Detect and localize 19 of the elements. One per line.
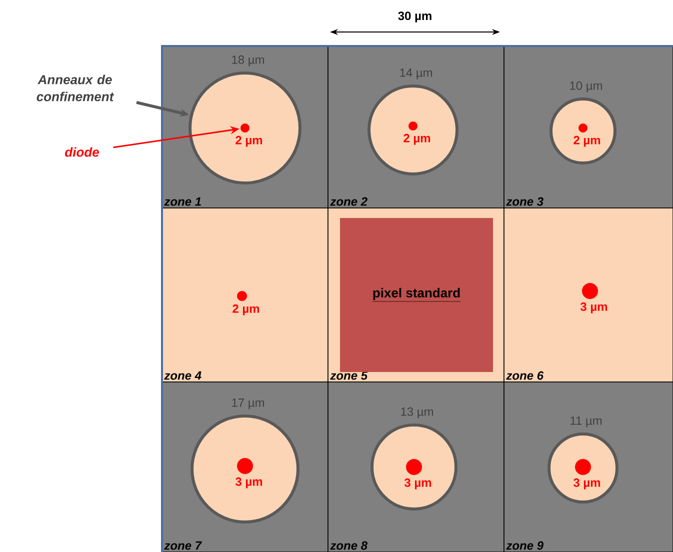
diode-size-label: 2 µm bbox=[404, 134, 430, 145]
diode-size-label: 3 µm bbox=[580, 302, 608, 314]
size-label: 17 µm bbox=[232, 398, 264, 410]
dimension-label: 30 µm bbox=[398, 12, 432, 22]
diode-size-label: 3 µm bbox=[404, 478, 432, 490]
diode-size-label: 3 µm bbox=[236, 477, 262, 488]
annotation-text: Anneaux de confinement bbox=[36, 74, 114, 102]
diode-size-label: 3 µm bbox=[573, 478, 600, 490]
size-label: 10 µm bbox=[570, 81, 602, 92]
diode-size-label: 2 µm bbox=[574, 136, 600, 147]
pixel-box: pixel standard bbox=[340, 218, 493, 372]
size-label: 13 µm bbox=[401, 407, 433, 418]
diode-size-label: 2 µm bbox=[232, 304, 260, 316]
size-label: 18 µm bbox=[232, 55, 264, 66]
diode-size-label: 2 µm bbox=[236, 136, 262, 147]
annotation-text: diode bbox=[65, 147, 99, 157]
node-label: zone 7 bbox=[164, 541, 202, 550]
size-label: 11 µm bbox=[570, 416, 602, 428]
size-label: 14 µm bbox=[400, 68, 432, 80]
